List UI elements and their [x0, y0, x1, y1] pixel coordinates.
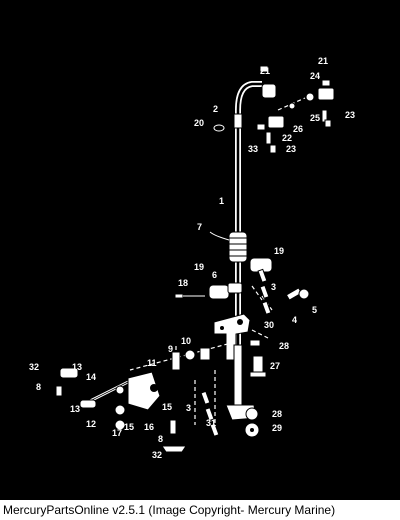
callout-19: 19: [194, 262, 204, 272]
assembly-guide-lines: [129, 341, 236, 430]
shift-shaft-part[interactable]: [233, 81, 262, 372]
callout-33: 33: [248, 144, 258, 154]
callout-13: 13: [72, 362, 82, 372]
callout-27: 27: [270, 361, 280, 371]
callout-10: 10: [181, 336, 191, 346]
callout-2: 2: [213, 104, 218, 114]
callout-21: 21: [260, 66, 270, 76]
callout-23: 23: [286, 144, 296, 154]
callout-17: 17: [112, 428, 122, 438]
callout-30: 30: [264, 320, 274, 330]
footer-text: MercuryPartsOnline v2.5.1 (Image Copyrig…: [3, 503, 336, 517]
callout-28: 28: [279, 341, 289, 351]
callout-5: 5: [312, 305, 317, 315]
callout-24: 24: [310, 71, 320, 81]
copyright-footer: MercuryPartsOnline v2.5.1 (Image Copyrig…: [0, 500, 400, 520]
callout-15: 15: [124, 422, 134, 432]
callout-31: 31: [206, 418, 216, 428]
callout-1: 1: [219, 196, 224, 206]
callout-7: 7: [197, 222, 202, 232]
callout-19: 19: [274, 246, 284, 256]
callout-18: 18: [178, 278, 188, 288]
callout-22: 22: [282, 133, 292, 143]
callout-20: 20: [194, 118, 204, 128]
callout-3: 3: [186, 403, 191, 413]
exploded-parts-diagram: 1 2 3 3 4 5 6 7 8 8 9 10 11 12 13 13 14 …: [29, 56, 355, 460]
callout-25: 25: [310, 113, 320, 123]
callout-14: 14: [86, 372, 96, 382]
lower-shift-assembly[interactable]: [225, 329, 269, 438]
left-linkage-parts[interactable]: [55, 268, 272, 453]
callout-21: 21: [318, 56, 328, 66]
callout-32: 32: [152, 450, 162, 460]
callout-6: 6: [212, 270, 217, 280]
callout-29: 29: [272, 423, 282, 433]
callout-labels: 1 2 3 3 4 5 6 7 8 8 9 10 11 12 13 13 14 …: [29, 56, 355, 460]
callout-11: 11: [147, 358, 157, 368]
callout-26: 26: [293, 124, 303, 134]
callout-15: 15: [162, 402, 172, 412]
upper-linkage-parts[interactable]: [213, 65, 335, 154]
callout-16: 16: [144, 422, 154, 432]
callout-9: 9: [168, 344, 173, 354]
callout-28: 28: [272, 409, 282, 419]
callout-13: 13: [70, 404, 80, 414]
callout-3: 3: [271, 282, 276, 292]
callout-12: 12: [86, 419, 96, 429]
callout-23: 23: [345, 110, 355, 120]
callout-8: 8: [36, 382, 41, 392]
callout-32: 32: [29, 362, 39, 372]
callout-4: 4: [292, 315, 297, 325]
spring-part[interactable]: [209, 231, 248, 263]
clamp-parts[interactable]: [174, 257, 273, 300]
callout-8: 8: [158, 434, 163, 444]
